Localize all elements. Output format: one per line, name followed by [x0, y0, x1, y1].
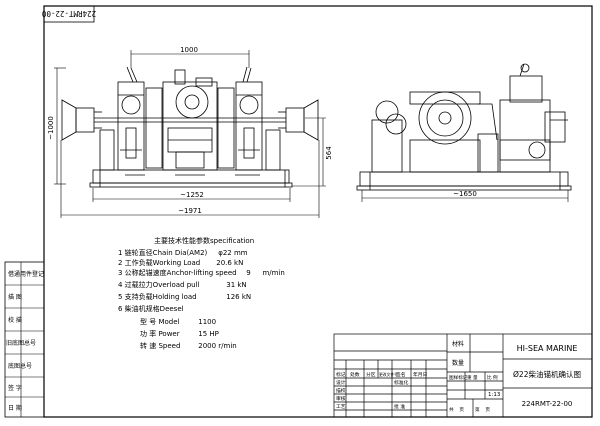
sheet-border: [43, 5, 593, 418]
weight-label: 重 量: [467, 374, 478, 381]
role-row-2: 审核: [336, 395, 346, 402]
rotated-drawing-number: 224RMT-22-00: [41, 9, 96, 18]
rotated-drawing-number-box: 224RMT-22-00: [41, 5, 96, 23]
left-label-5: 签 字: [8, 384, 22, 392]
front-view: [61, 66, 319, 188]
rev-col-1: 处数: [350, 371, 360, 378]
spec-row-7-label: 型 号 Model: [140, 318, 180, 326]
spec-row-3: 3 公称起锚速度Anchor-lifting speed 9 m/min: [118, 268, 285, 278]
spec-row-4-value: 31 kN: [226, 281, 247, 289]
company-name: HI-SEA MARINE: [517, 344, 578, 353]
sheet-number: 第 页: [475, 406, 490, 413]
spec-row-9-label: 转 速 Speed: [140, 342, 181, 350]
spec-row-9: 转 速 Speed 2000 r/min: [140, 341, 237, 351]
spec-row-6-label: 6 柴油机规格Deesel: [118, 305, 184, 313]
scale-value: 1:13: [488, 392, 501, 398]
spec-row-1: 1 链轮直径Chain Dia(AM2) φ22 mm: [118, 248, 248, 258]
dim-height-left: ~1000: [47, 116, 55, 140]
spec-row-7: 型 号 Model 1100: [140, 317, 216, 327]
spec-row-8: 功 率 Power 15 HP: [140, 329, 219, 339]
left-label-2: 校 描: [8, 316, 22, 324]
left-label-6: 日 期: [8, 404, 22, 412]
spec-row-5: 5 支持负载Holding load 126 kN: [118, 292, 251, 302]
dim-top-width: 1000: [180, 46, 198, 54]
mark-label: 图样标记: [449, 374, 468, 381]
scale-label: 比 例: [487, 374, 498, 381]
spec-row-3-value: 9: [246, 269, 251, 277]
spec-row-2-label: 2 工作负载Working Load: [118, 259, 201, 267]
spec-row-5-value: 126 kN: [226, 293, 252, 301]
title-block: [333, 333, 593, 418]
left-label-1: 描 图: [8, 293, 22, 301]
dim-height-right: 564: [325, 146, 333, 160]
dim-width-side: ~1650: [453, 190, 477, 198]
rev-col-5: 年月日: [413, 371, 427, 378]
spec-row-7-value: 1100: [198, 318, 217, 326]
left-label-column: 借通用件登记 描 图 校 描 旧底图总号 底图总号 签 字 日 期: [4, 261, 45, 418]
spec-row-9-value: 2000 r/min: [198, 342, 237, 350]
front-view-dimensions: [54, 50, 326, 218]
side-view-dimension: [361, 190, 569, 202]
spec-row-4: 4 过载拉力Overload pull 31 kN: [118, 280, 247, 290]
spec-row-8-label: 功 率 Power: [140, 330, 180, 338]
spec-row-1-value: φ22 mm: [218, 249, 248, 257]
left-label-3: 旧底图总号: [6, 339, 36, 347]
rev-col-4: 签名: [396, 371, 406, 378]
spec-row-2-value: 20.6 kN: [216, 259, 244, 267]
approve-label: 批 准: [394, 403, 405, 410]
spec-row-8-value: 15 HP: [198, 330, 219, 338]
dim-width-inner: ~1252: [180, 191, 204, 199]
material-label: 材料: [452, 340, 464, 348]
rev-col-3: 更改文件号: [379, 372, 398, 377]
left-label-0: 借通用件登记: [8, 270, 44, 278]
rev-col-2: 分区: [366, 371, 376, 378]
rev-col-0: 标记: [336, 371, 346, 378]
spec-title: 主要技术性能参数specification: [154, 237, 255, 245]
spec-row-4-label: 4 过载拉力Overload pull: [118, 281, 200, 289]
spec-row-3-unit: m/min: [262, 269, 285, 277]
spec-row-2: 2 工作负载Working Load 20.6 kN: [118, 258, 243, 268]
role-row-3: 工艺: [336, 404, 346, 410]
left-label-4: 底图总号: [8, 362, 32, 370]
drawing-number: 224RMT-22-00: [522, 400, 573, 408]
role-row-0: 设计: [336, 379, 346, 386]
side-view: [356, 63, 572, 191]
drawing-title: Ø22柴油锚机确认图: [513, 369, 581, 379]
spec-row-3-label: 3 公称起锚速度Anchor-lifting speed: [118, 269, 237, 277]
role-row-1: 描校: [336, 387, 346, 394]
spec-row-6: 6 柴油机规格Deesel: [118, 304, 184, 314]
sheets-total: 共 页: [449, 406, 464, 413]
qty-label: 数量: [452, 359, 464, 367]
spec-row-1-label: 1 链轮直径Chain Dia(AM2): [118, 249, 208, 257]
spec-row-5-label: 5 支持负载Holding load: [118, 293, 197, 301]
dim-width-outer: ~1971: [178, 207, 202, 215]
std-label: 标准化: [394, 379, 409, 386]
